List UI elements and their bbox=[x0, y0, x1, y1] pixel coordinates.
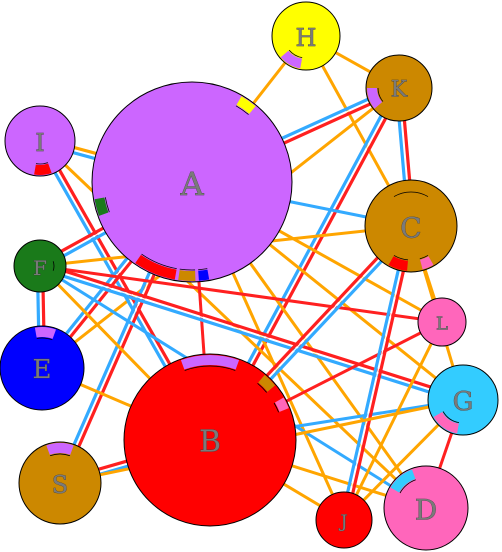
node-L-circle bbox=[417, 297, 467, 347]
node-L[interactable]: L bbox=[417, 297, 467, 347]
node-K-label: K bbox=[391, 78, 408, 103]
node-B-rim-1 bbox=[258, 374, 276, 392]
edge-L-J bbox=[342, 321, 444, 521]
node-F-label: F bbox=[33, 256, 47, 280]
node-D-label: D bbox=[415, 494, 437, 527]
node-C-rim-edge-2 bbox=[393, 191, 429, 197]
node-B[interactable]: B bbox=[123, 353, 297, 527]
node-A-rim-4 bbox=[94, 197, 109, 216]
node-B-rim-0 bbox=[180, 355, 240, 370]
node-I[interactable]: I bbox=[4, 105, 76, 177]
node-E[interactable]: E bbox=[0, 325, 85, 411]
node-G-label: G bbox=[453, 387, 474, 417]
node-F-circle bbox=[13, 239, 67, 293]
node-B-label: B bbox=[199, 425, 221, 460]
node-G-rim-edge-0 bbox=[442, 411, 460, 424]
node-B-circle bbox=[123, 353, 297, 527]
node-A[interactable]: A bbox=[91, 81, 293, 283]
node-I-label: I bbox=[35, 129, 44, 157]
node-B-rim-edge-0 bbox=[184, 365, 236, 371]
node-C-rim-0 bbox=[388, 256, 409, 271]
node-I-rim-0 bbox=[34, 163, 52, 175]
node-S-rim-edge-0 bbox=[49, 453, 71, 457]
edge-F-L bbox=[39, 264, 443, 324]
node-L-label: L bbox=[436, 314, 448, 335]
edge-C-J bbox=[339, 225, 416, 521]
node-S-circle bbox=[18, 441, 102, 525]
node-K[interactable]: K bbox=[365, 54, 433, 122]
node-J-label: J bbox=[338, 512, 347, 533]
node-A-rim-1 bbox=[178, 270, 196, 281]
node-S[interactable]: S bbox=[18, 441, 102, 525]
node-K-rim-0 bbox=[367, 87, 383, 109]
node-K-rim-edge-0 bbox=[377, 87, 384, 102]
node-I-circle bbox=[4, 105, 76, 177]
node-A-rim-edge-0 bbox=[141, 253, 177, 270]
node-B-rim-2 bbox=[274, 397, 289, 412]
node-F-rim-edge-0 bbox=[52, 261, 55, 271]
node-A-label: A bbox=[179, 165, 204, 203]
node-C-rim-edge-1 bbox=[419, 255, 429, 260]
node-K-circle bbox=[365, 54, 433, 122]
node-G-rim-0 bbox=[433, 411, 460, 434]
node-H-label: H bbox=[296, 24, 317, 52]
node-C-rim-edge-0 bbox=[393, 255, 409, 261]
node-E-label: E bbox=[33, 355, 52, 385]
node-B-rim-edge-1 bbox=[257, 383, 267, 393]
node-H-rim-edge-0 bbox=[288, 49, 303, 59]
node-A-rim-edge-4 bbox=[104, 197, 110, 213]
node-C-circle bbox=[364, 179, 458, 273]
node-F-rim-0 bbox=[53, 257, 65, 275]
node-D[interactable]: D bbox=[383, 465, 469, 551]
node-E-circle bbox=[0, 325, 85, 411]
edge-F-G bbox=[38, 261, 465, 405]
node-A-rim-3 bbox=[236, 96, 256, 114]
node-H[interactable]: H bbox=[271, 1, 341, 71]
node-C-rim-1 bbox=[419, 256, 434, 270]
node-F[interactable]: F bbox=[13, 239, 67, 293]
node-B-rim-edge-2 bbox=[273, 402, 279, 413]
node-C-rim-2 bbox=[388, 181, 434, 196]
node-E-rim-edge-0 bbox=[36, 337, 53, 341]
node-A-rim-edge-2 bbox=[198, 268, 208, 271]
node-J-circle bbox=[315, 491, 373, 549]
node-C-label: C bbox=[400, 212, 421, 245]
node-A-rim-edge-3 bbox=[235, 105, 249, 115]
node-D-rim-edge-0 bbox=[399, 479, 416, 494]
node-C[interactable]: C bbox=[364, 179, 458, 273]
node-A-rim-0 bbox=[135, 254, 177, 280]
node-S-rim-0 bbox=[46, 443, 74, 455]
node-I-rim-edge-0 bbox=[35, 162, 49, 165]
node-H-rim-0 bbox=[280, 50, 303, 69]
node-S-label: S bbox=[52, 471, 68, 499]
node-A-rim-2 bbox=[198, 269, 210, 281]
node-A-rim-edge-1 bbox=[179, 268, 196, 271]
node-J[interactable]: J bbox=[315, 491, 373, 549]
node-D-rim-0 bbox=[390, 469, 416, 493]
node-E-rim-0 bbox=[34, 327, 57, 339]
node-A-circle bbox=[91, 81, 293, 283]
node-G[interactable]: G bbox=[427, 364, 499, 436]
